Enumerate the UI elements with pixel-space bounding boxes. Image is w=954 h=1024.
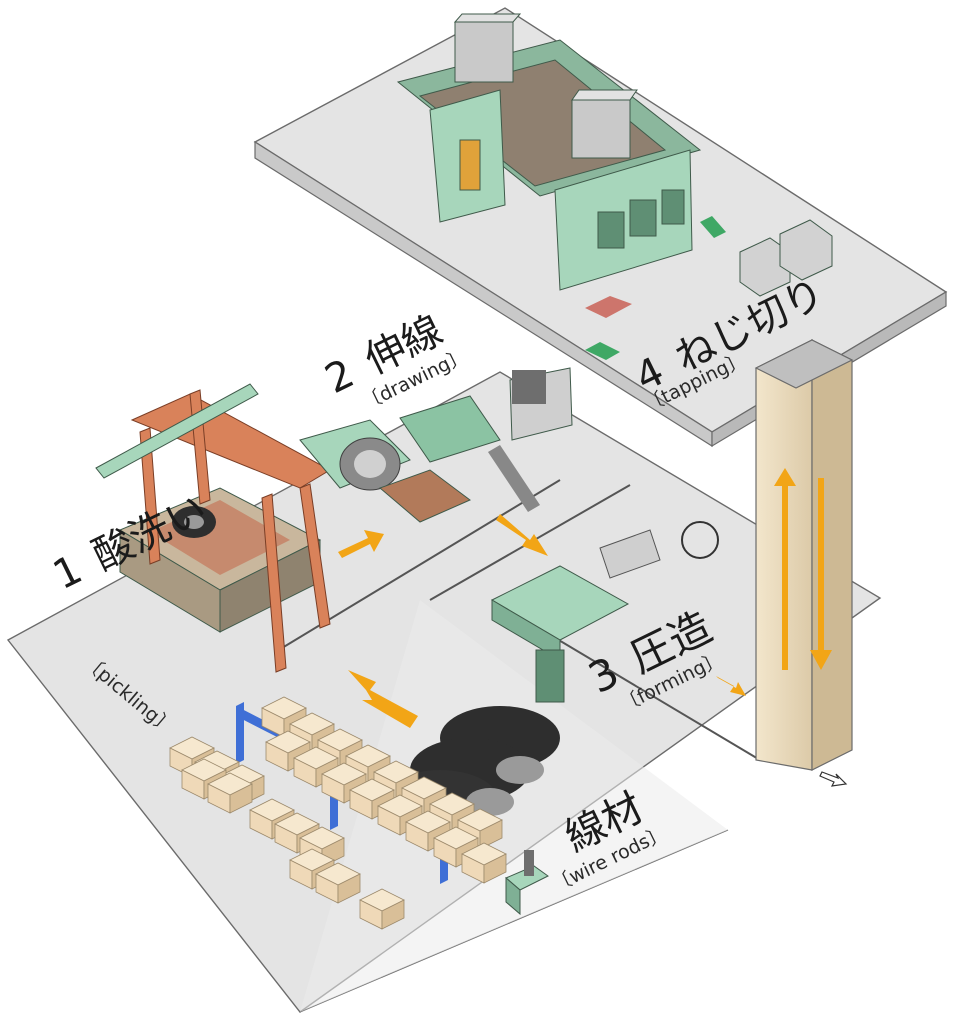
forklift <box>505 850 549 916</box>
arrow-coils-to-pickling <box>348 670 418 728</box>
cardboard-box <box>483 853 507 884</box>
arrow-forming-to-lift <box>716 676 746 696</box>
arrow-pickling-to-drawing <box>338 530 384 558</box>
gantry-crane <box>130 389 332 673</box>
wire-rod-zone-floor <box>300 600 728 1012</box>
exit-arrow-icon <box>819 771 848 787</box>
svg-text:3 圧造: 3 圧造 <box>581 602 719 703</box>
cardboard-box <box>381 899 405 930</box>
arrow-drawing-to-forming <box>496 514 548 556</box>
pickling-equipment <box>95 383 332 673</box>
arrow-lift-up <box>774 468 796 670</box>
cardboard-boxes <box>169 696 507 930</box>
label-drawing: 2 伸線 〔drawing〕 <box>318 307 471 414</box>
cardboard-box <box>479 819 503 850</box>
label-pickling-number: 1 <box>46 546 89 599</box>
label-drawing-number: 2 <box>318 350 361 403</box>
lift-column <box>754 339 854 771</box>
cardboard-box <box>337 873 361 904</box>
tapping-machine <box>396 13 833 360</box>
process-arrows <box>338 468 832 728</box>
arrow-lift-down <box>810 478 832 670</box>
cardboard-box <box>229 783 253 814</box>
drawing-machine <box>299 367 573 523</box>
forming-machine <box>490 521 719 703</box>
